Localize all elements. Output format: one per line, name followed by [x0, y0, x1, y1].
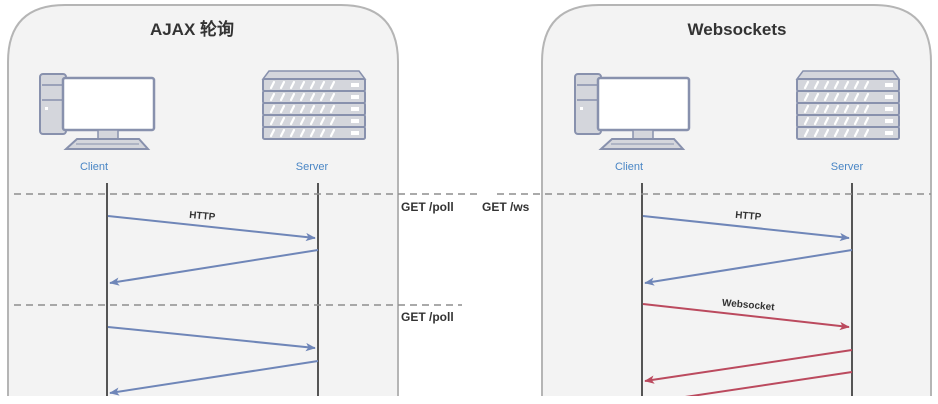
http-response-arrow — [644, 249, 853, 286]
websocket-message-arrow — [644, 349, 853, 384]
panel-title: Websockets — [688, 20, 787, 39]
server-label: Server — [831, 161, 864, 173]
http-request-arrow — [642, 215, 850, 242]
request-label: GET /ws — [482, 200, 530, 214]
panel-frame — [541, 4, 932, 396]
websocket-message-arrow — [642, 303, 850, 331]
server-rack-icon — [795, 69, 901, 141]
http-request-arrow — [107, 215, 316, 242]
client-label: Client — [615, 161, 643, 173]
server-label: Server — [296, 161, 329, 173]
server-rack-icon — [261, 69, 367, 141]
http-request-arrow — [107, 326, 316, 352]
panel-title: AJAX 轮询 — [150, 19, 234, 39]
panel-websockets: Websockets Client Server GET /ws HTTP We… — [482, 4, 932, 396]
http-response-arrow — [109, 360, 319, 396]
client-label: Client — [80, 161, 108, 173]
websocket-message-arrow — [684, 371, 853, 396]
request-label: GET /poll — [401, 310, 454, 324]
bottom-margin — [0, 396, 938, 404]
message-label: HTTP — [189, 210, 216, 223]
request-label: GET /poll — [401, 200, 454, 214]
panel-ajax-polling: AJAX 轮询 Client Server GET /poll GET /pol… — [7, 4, 480, 396]
http-response-arrow — [109, 249, 319, 286]
message-label: Websocket — [722, 298, 776, 314]
panel-frame — [7, 4, 399, 396]
message-label: HTTP — [735, 210, 762, 223]
